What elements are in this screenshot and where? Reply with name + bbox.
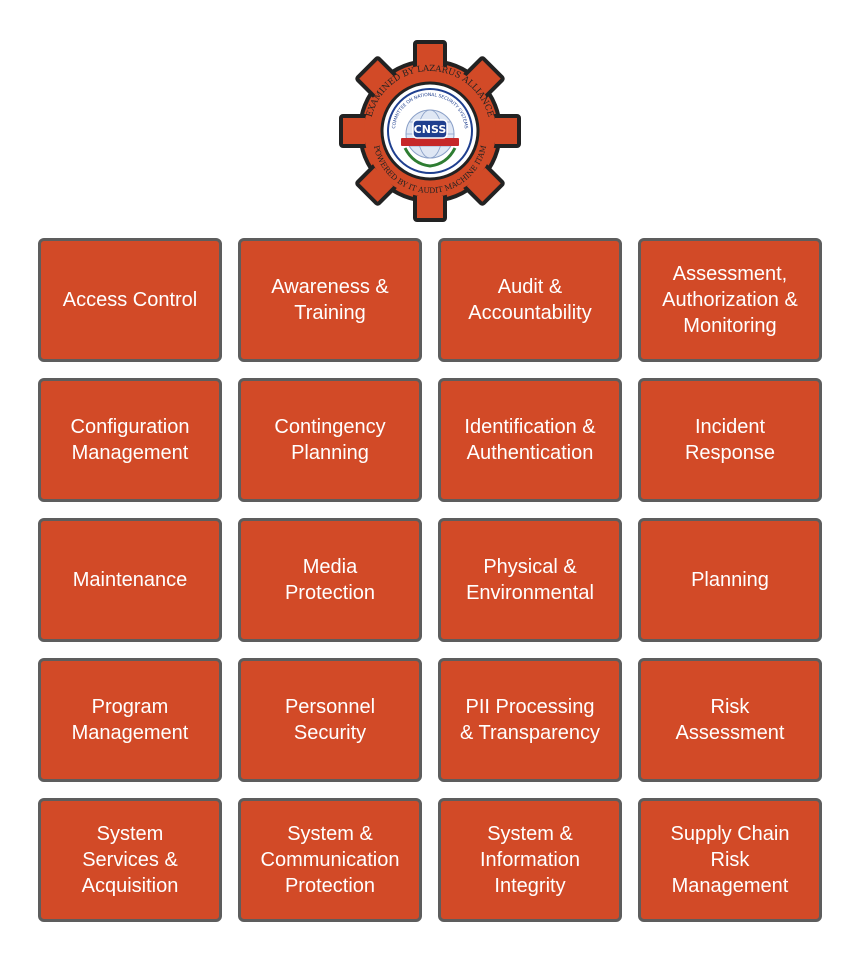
tile-label: Personnel Security <box>284 696 376 744</box>
tile-planning[interactable]: Planning <box>638 518 822 642</box>
svg-text:CNSS: CNSS <box>414 123 447 136</box>
tile-label: Incident Response <box>684 416 776 464</box>
tile-system-information-integrity[interactable]: System & Information Integrity <box>438 798 622 922</box>
tile-label: Risk Assessment <box>675 696 785 744</box>
gear-seal-icon: EXAMINED BY LAZARUS ALLIANCE POWERED BY … <box>339 40 521 222</box>
tile-assessment-authorization-monitoring[interactable]: Assessment, Authorization & Monitoring <box>638 238 822 362</box>
tile-configuration-management[interactable]: Configuration Management <box>38 378 222 502</box>
tile-system-services-acquisition[interactable]: System Services & Acquisition <box>38 798 222 922</box>
tile-physical-environmental[interactable]: Physical & Environmental <box>438 518 622 642</box>
tile-pii-processing-transparency[interactable]: PII Processing & Transparency <box>438 658 622 782</box>
tile-label: Access Control <box>62 289 198 311</box>
tile-label: Contingency Planning <box>274 416 386 464</box>
tile-incident-response[interactable]: Incident Response <box>638 378 822 502</box>
tile-media-protection[interactable]: Media Protection <box>238 518 422 642</box>
tile-label: Supply Chain Risk Management <box>670 823 790 897</box>
tile-system-communication-protection[interactable]: System & Communication Protection <box>238 798 422 922</box>
tile-supply-chain-risk-management[interactable]: Supply Chain Risk Management <box>638 798 822 922</box>
tile-label: Media Protection <box>284 556 376 604</box>
tile-label: PII Processing & Transparency <box>459 696 601 744</box>
tile-label: Maintenance <box>72 569 188 591</box>
tile-label: Program Management <box>71 696 189 744</box>
tile-contingency-planning[interactable]: Contingency Planning <box>238 378 422 502</box>
cnss-seal-logo: EXAMINED BY LAZARUS ALLIANCE POWERED BY … <box>335 36 525 226</box>
tile-label: Identification & Authentication <box>464 416 596 464</box>
tile-personnel-security[interactable]: Personnel Security <box>238 658 422 782</box>
tile-label: Configuration Management <box>70 416 190 464</box>
tile-label: Physical & Environmental <box>466 556 594 604</box>
tile-audit-accountability[interactable]: Audit & Accountability <box>438 238 622 362</box>
tile-label: System & Communication Protection <box>260 823 400 897</box>
tile-maintenance[interactable]: Maintenance <box>38 518 222 642</box>
tile-label: Planning <box>691 569 769 591</box>
tile-awareness-training[interactable]: Awareness & Training <box>238 238 422 362</box>
tile-risk-assessment[interactable]: Risk Assessment <box>638 658 822 782</box>
tile-identification-authentication[interactable]: Identification & Authentication <box>438 378 622 502</box>
tile-label: System & Information Integrity <box>479 823 581 897</box>
tile-access-control[interactable]: Access Control <box>38 238 222 362</box>
tile-label: Audit & Accountability <box>468 276 592 324</box>
control-family-grid: Access Control Awareness & Training Audi… <box>38 238 822 922</box>
tile-label: Assessment, Authorization & Monitoring <box>662 263 798 337</box>
tile-program-management[interactable]: Program Management <box>38 658 222 782</box>
tile-label: Awareness & Training <box>271 276 389 324</box>
tile-label: System Services & Acquisition <box>81 823 179 897</box>
